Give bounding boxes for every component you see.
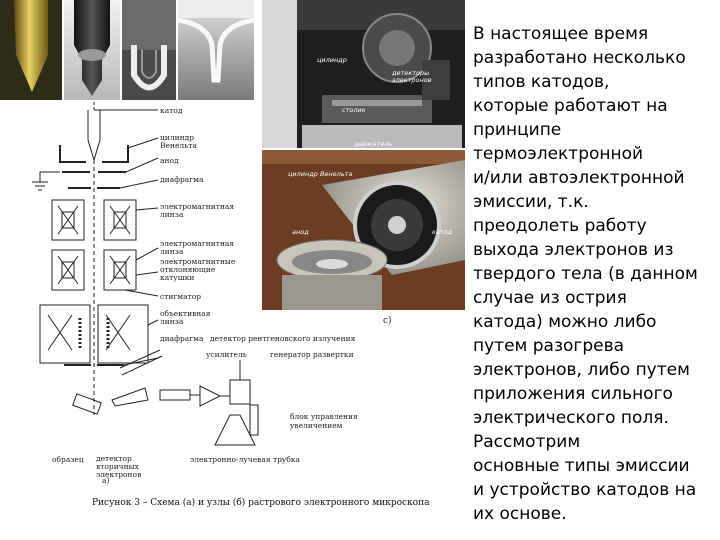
field-emission-tip-image	[178, 0, 254, 100]
label-cathode: катод	[160, 106, 183, 115]
text-line: путем разогрева	[473, 336, 625, 356]
electron-gun-photo	[262, 150, 465, 310]
label-crt: электронно-лучевая трубка	[190, 455, 301, 464]
label-sample: образец	[52, 455, 84, 464]
label-xray-detector: детектор рентгеновского излучения	[210, 334, 356, 343]
sample-shape	[72, 393, 102, 415]
text-line: которые работают на	[473, 96, 668, 116]
text-line: разработано несколько	[473, 48, 686, 68]
text-line: В настоящее время	[473, 24, 649, 44]
text-line: электронов, либо путем	[473, 360, 690, 380]
wehnelt-shape	[59, 145, 129, 163]
photo-tag-wehnelt: цилиндр Венельта	[288, 170, 353, 178]
text-line: Рассмотрим	[473, 432, 581, 452]
label-control-unit: блок управления увеличением	[290, 412, 358, 430]
figure-caption: Рисунок 3 – Схема (а) и узлы (б) растров…	[92, 498, 430, 508]
text-line: типов катодов,	[473, 72, 610, 92]
sem-schematic-diagram	[32, 102, 259, 446]
amplifier-triangle	[199, 385, 222, 407]
label-objective: объективная линза	[160, 309, 211, 326]
text-line: их основе.	[473, 504, 567, 524]
tip-photo-field-emission	[178, 0, 254, 100]
label-amplifier: усилитель	[206, 350, 247, 359]
black-cathode-tip-image	[64, 0, 120, 100]
text-line: и/или автоэлектронной	[473, 168, 685, 188]
label-stigmator: стигматор	[160, 292, 202, 301]
text-line: катода) можно либо	[473, 312, 657, 332]
text-line: приложения сильного	[473, 384, 673, 404]
photo-tag-holder: держатель	[354, 140, 393, 148]
tip-photo-gold	[0, 0, 62, 100]
tip-photo-hairpin	[122, 0, 176, 100]
text-line: и устройство катодов на	[473, 480, 697, 500]
photo-tag-cylinder: цилиндр	[317, 56, 347, 64]
label-lens-1: электромагнитная линза	[160, 202, 235, 219]
text-line: эмиссии, т.к.	[473, 192, 589, 212]
body-text: В настоящее время разработано несколько ти…	[473, 22, 718, 526]
label-scan-generator: генератор развертки	[270, 350, 354, 359]
label-secondary-detector: детектор вторичных электронов	[96, 454, 142, 479]
text-line: преодолеть работу	[473, 216, 647, 236]
cathode-shape	[87, 110, 101, 162]
label-diaphragm-2: диафрагма	[160, 334, 204, 343]
hairpin-filament-image	[122, 0, 176, 100]
text-line: электрического поля.	[473, 408, 669, 428]
label-diaphragm-1: диафрагма	[160, 175, 204, 184]
text-line: принципе	[473, 120, 562, 140]
text-line: выхода электронов из	[473, 240, 674, 260]
photo-chamber-top: цилиндр детекторы электронов столик держ…	[262, 0, 465, 148]
gold-cathode-tip-image	[0, 0, 62, 100]
crt-shape	[214, 414, 256, 446]
text-line: случае из острия	[473, 288, 627, 308]
tip-photo-black	[64, 0, 120, 100]
text-line: твердого тела (в данном	[473, 264, 698, 284]
photo-tag-cathode: катод	[432, 228, 453, 236]
label-deflect-coils: электромагнитные отклоняющие катушки	[160, 257, 236, 282]
label-wehnelt: цилиндр Венельта	[160, 133, 197, 150]
sem-chamber-photo	[262, 0, 465, 148]
label-c: с)	[383, 316, 392, 326]
label-a: а)	[102, 476, 110, 485]
photo-tag-anode: анод	[292, 228, 309, 236]
photo-electron-gun: цилиндр Венельта анод катод	[262, 150, 465, 310]
photo-tag-stage: столик	[342, 106, 366, 114]
label-anode: анод	[160, 156, 179, 165]
label-lens-2: электромагнитная линза	[160, 239, 235, 256]
photo-tag-detectors: детекторы электронов	[392, 69, 432, 84]
text-line: термоэлектронной	[473, 144, 644, 164]
text-line: основные типы эмиссии	[473, 456, 690, 476]
